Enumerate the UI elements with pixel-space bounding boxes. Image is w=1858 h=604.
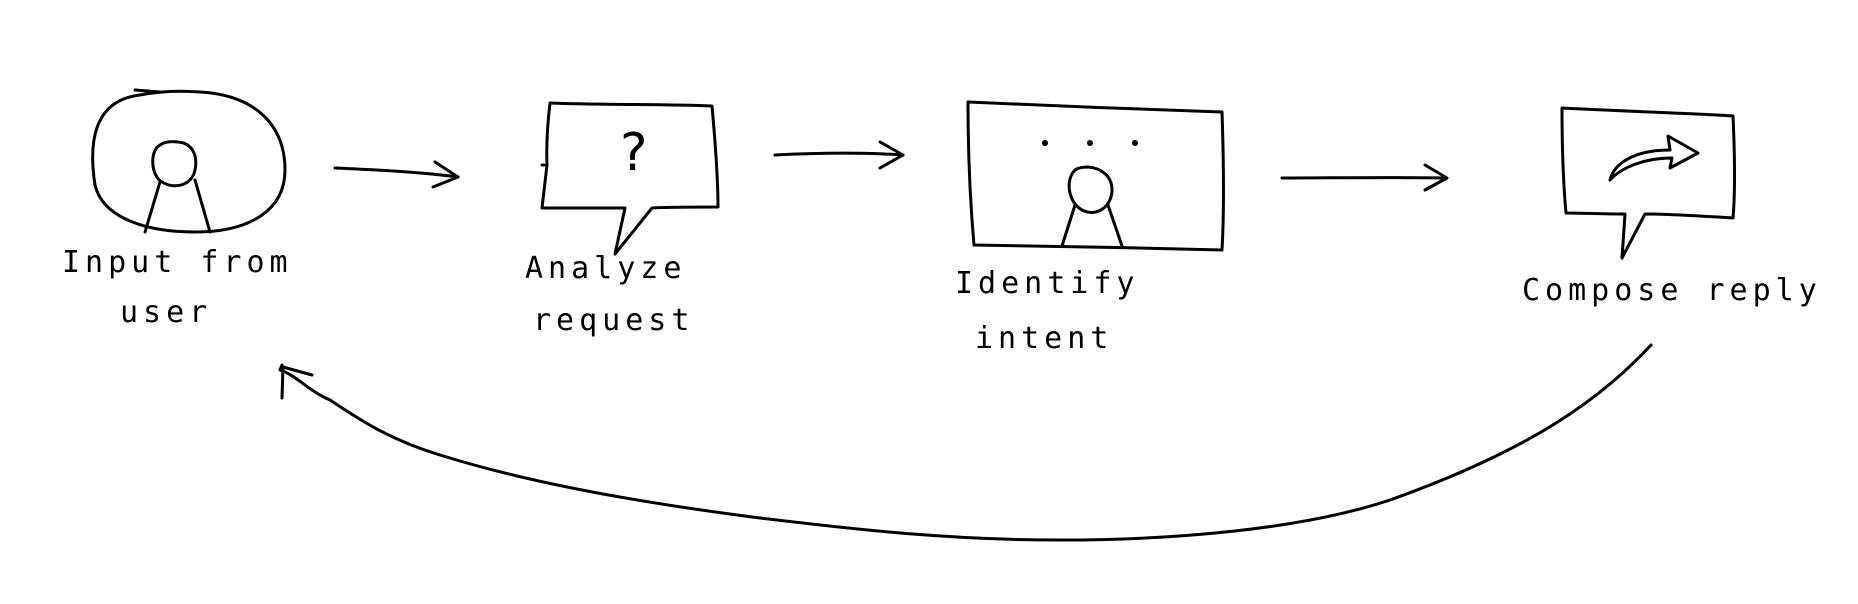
question-mark: ?: [620, 123, 648, 183]
label-identify-line1: Identify: [955, 266, 1140, 301]
label-input-line2: user: [120, 295, 212, 330]
label-analyze-line1: Analyze: [525, 251, 686, 286]
user-circle-icon: [91, 88, 287, 234]
arrow-identify-to-compose: [1280, 163, 1449, 192]
label-analyze-line2: request: [533, 303, 694, 338]
arrow-analyze-to-identify: [773, 140, 905, 170]
label-identify-line2: intent: [975, 321, 1113, 356]
arrow-input-to-analyze: [333, 160, 460, 189]
reply-bubble-icon: [1560, 106, 1736, 260]
thinking-user-icon: [966, 100, 1225, 252]
label-input-line1: Input from: [62, 245, 293, 280]
question-bubble-icon: ?: [540, 101, 720, 256]
label-compose: Compose reply: [1522, 273, 1822, 308]
feedback-loop-arrow: [278, 343, 1653, 542]
